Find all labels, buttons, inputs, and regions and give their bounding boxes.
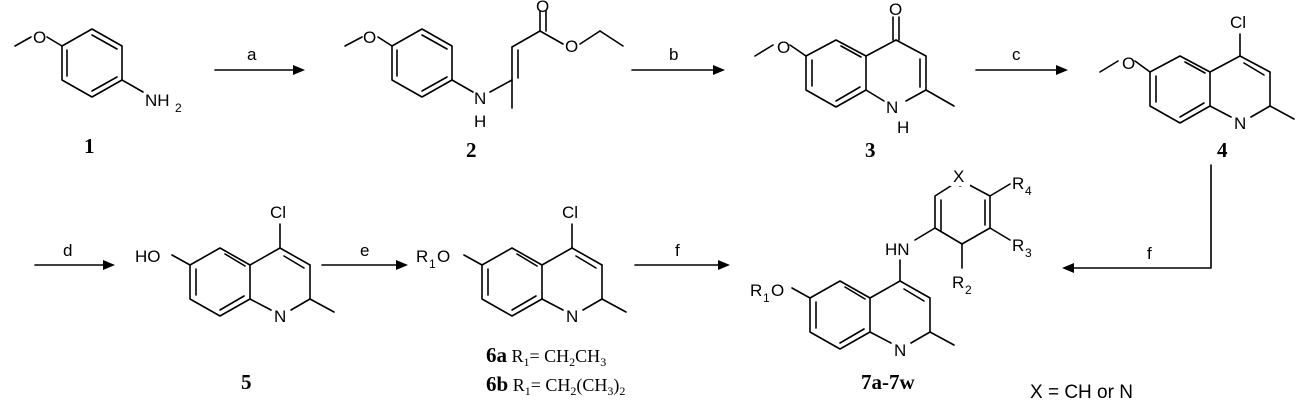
atom-o: O	[363, 28, 376, 47]
reagent-f: f	[675, 241, 680, 260]
compound-label-5: 5	[241, 370, 252, 394]
arrow-d: d	[34, 241, 115, 270]
atom-o: O	[889, 0, 902, 19]
note-6b: 6b R1= CH2(CH3)2	[486, 372, 625, 398]
atom-o: O	[777, 38, 790, 57]
atom-r1-sub: 1	[763, 291, 770, 305]
reagent-d: d	[63, 241, 72, 260]
reagent-f: f	[1147, 244, 1152, 263]
arrow-a: a	[214, 45, 305, 75]
compound-label-2: 2	[466, 138, 477, 162]
atom-r2-sub: 2	[965, 283, 972, 297]
compound-4: O Cl N	[1099, 13, 1295, 133]
atom-nh-sub: 2	[175, 101, 182, 115]
compound-7: X R 4 R 3 R 2 HN R 1 O N	[750, 166, 1032, 360]
atom-o: O	[33, 28, 46, 47]
atom-n: N	[1234, 114, 1246, 133]
atom-n: N	[474, 89, 486, 108]
compound-5: HO Cl N	[135, 203, 335, 326]
compound-label-7: 7a-7w	[861, 370, 915, 394]
atom-r4: R	[1012, 174, 1024, 193]
compound-label-1: 1	[84, 134, 95, 158]
svg-text:6b R1= CH2(CH3)2: 6b R1= CH2(CH3)2	[486, 372, 625, 398]
atom-r1: R	[750, 281, 762, 300]
svg-text:6a R1= CH2CH3: 6a R1= CH2CH3	[486, 343, 606, 369]
atom-o: O	[1122, 54, 1135, 73]
atom-n: N	[894, 341, 906, 360]
compound-1: O NH 2	[14, 28, 182, 115]
atom-hn: HN	[885, 240, 910, 259]
atom-h: H	[897, 118, 909, 137]
atom-r: R	[416, 247, 428, 266]
atom-nh: NH	[145, 91, 170, 110]
atom-o: O	[565, 37, 578, 56]
atom-r3: R	[1012, 236, 1024, 255]
atom-r3-sub: 3	[1025, 246, 1032, 260]
reagent-b: b	[669, 45, 678, 64]
atom-r-sub: 1	[429, 257, 436, 271]
arrow-f-right: f	[1062, 164, 1212, 273]
atom-ho: HO	[135, 247, 161, 266]
atom-x: X	[953, 167, 964, 186]
compound-3: O O N H	[754, 0, 955, 137]
x-definition-note: X = CH or N	[1030, 382, 1133, 403]
arrow-c: c	[975, 45, 1068, 75]
arrow-f-left: f	[634, 241, 730, 270]
atom-h: H	[474, 112, 486, 131]
atom-o: O	[771, 281, 784, 300]
reagent-c: c	[1012, 45, 1021, 64]
atom-n: N	[886, 98, 898, 117]
atom-cl: Cl	[562, 203, 578, 222]
note-6a: 6a R1= CH2CH3	[486, 343, 606, 369]
compound-6: R 1 O Cl N	[416, 203, 627, 326]
compound-label-4: 4	[1217, 138, 1228, 162]
arrow-b: b	[631, 45, 725, 75]
atom-cl: Cl	[1230, 13, 1246, 32]
compound-2: O O O N H	[344, 0, 624, 131]
compound-label-6a: 6a	[486, 343, 508, 367]
compound-label-6b: 6b	[486, 372, 508, 396]
atom-o: O	[536, 0, 549, 16]
arrow-e: e	[321, 241, 408, 270]
atom-cl: Cl	[270, 203, 286, 222]
atom-n: N	[274, 307, 286, 326]
atom-o: O	[437, 247, 450, 266]
reagent-e: e	[360, 241, 369, 260]
atom-r4-sub: 4	[1025, 184, 1032, 198]
atom-r2: R	[952, 273, 964, 292]
atom-n: N	[566, 307, 578, 326]
compound-label-3: 3	[865, 138, 876, 162]
reagent-a: a	[247, 45, 257, 64]
